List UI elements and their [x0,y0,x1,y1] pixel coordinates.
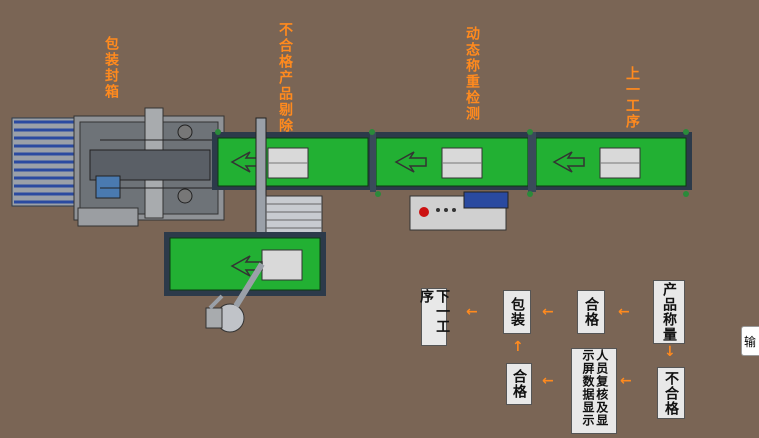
flow-weighing: 产品称量 [653,280,685,344]
main-conveyor [212,129,692,197]
arrow-up-icon: ↑ [512,339,524,355]
arrow-left-icon: ← [466,304,478,320]
flow-unqualified: 不合格 [657,367,685,419]
carton-sealer [73,107,225,227]
arrow-left-icon: ← [618,304,630,320]
flow-qualified-2: 合格 [506,363,532,405]
control-panel [409,191,509,231]
robot-arm [205,262,265,333]
reject-conveyor [164,232,326,296]
flow-packing: 包装 [503,290,531,334]
roller-conveyor [11,117,77,207]
flow-qualified-1: 合格 [577,290,605,334]
arrow-left-icon: ← [542,304,554,320]
label-packing-sealing: 包装封箱 [103,36,119,100]
label-dynamic-checkweigh: 动态称重检测 [464,26,480,122]
label-prev-process: 上一工序 [624,66,640,130]
reject-pusher [255,117,323,239]
arrow-down-icon: ↓ [664,344,676,360]
flow-manual-review: 人员复核及显示屏数据显示 [571,348,617,434]
flow-next-process: 下一工序 [418,288,450,346]
side-tab[interactable]: 输 [741,326,759,356]
label-reject-removal: 不合格产品剔除 [277,22,293,134]
arrow-left-icon: ← [542,373,554,389]
arrow-left-icon: ← [620,373,632,389]
